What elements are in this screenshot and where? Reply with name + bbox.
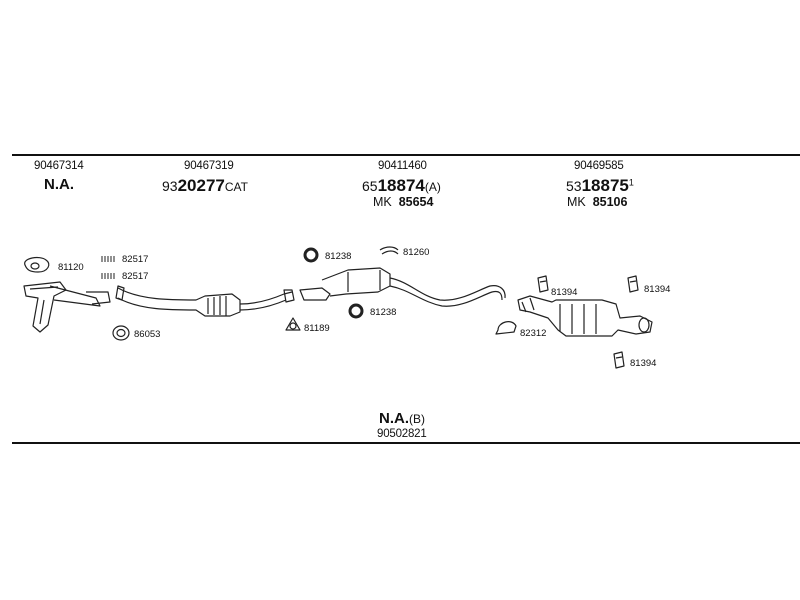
mk-code-3: MK 85654 [373,195,433,209]
part-code-2-suffix: CAT [224,180,248,194]
part-code-2: 9320277CAT [162,176,248,196]
clamp-icon [379,246,399,255]
callout-hanger-bottom: 81394 [630,358,657,369]
rear-silencer [517,295,653,337]
callout-gasket: 81120 [58,262,84,273]
part-code-4-prefix: 53 [566,178,582,194]
callout-bolt-upper: 82517 [122,254,149,265]
exhaust-manifold [23,281,67,333]
mk-code-3-prefix: MK [373,195,392,209]
footer-label-suffix: (B) [409,412,425,426]
callout-rubber-ring-top: 81238 [325,251,352,262]
mk-code-4-bold: 85106 [592,195,628,209]
exhaust-clamp-icon [495,321,517,335]
seal-ring-icon [112,325,130,341]
part-code-4-bold: 18875 [581,176,629,195]
part-code-3-suffix: (A) [424,180,441,194]
part-code-3: 6518874(A) [362,176,441,196]
part-label-1: N.A. [44,176,74,193]
part-code-4-suffix: 1 [628,177,634,188]
bottom-divider [12,442,800,444]
footer-label: N.A.(B) [379,410,425,428]
part-code-3-prefix: 65 [362,178,378,194]
callout-hanger-right: 81394 [644,284,671,295]
rubber-ring-icon [303,247,319,263]
part-number-2: 90467319 [184,160,234,172]
hanger-icon [627,275,639,293]
callout-clamp: 81260 [403,247,430,258]
callout-bolt-lower: 82517 [122,271,149,282]
mk-code-4-prefix: MK [567,195,586,209]
centre-silencer [299,287,331,301]
footer-label-text: N.A. [379,410,409,427]
mk-code-4: MK 85106 [567,195,627,209]
part-code-4: 53188751 [566,176,634,196]
part-number-1: 90467314 [34,160,84,172]
callout-rubber-ring-bottom: 81238 [370,307,397,318]
hanger-icon [537,275,549,293]
part-code-2-bold: 20277 [177,176,225,195]
triangle-gasket-icon [285,317,301,331]
gasket-icon [24,256,50,273]
part-number-3: 90411460 [378,160,427,172]
bolt-icons [101,256,115,279]
callout-triangle-gasket: 81189 [304,323,330,334]
callout-seal-ring: 86053 [134,329,161,340]
part-number-4: 90469585 [574,160,624,172]
mk-code-3-bold: 85654 [398,195,434,209]
front-pipe-with-catalyst [117,287,241,317]
part-code-3-bold: 18874 [377,176,425,195]
footer-part-number: 90502821 [377,428,427,440]
top-divider [12,154,800,156]
part-code-2-prefix: 93 [162,178,178,194]
rubber-ring-icon [348,303,364,319]
callout-hanger-left: 81394 [551,287,578,298]
hanger-icon [613,351,625,369]
callout-exhaust-clamp: 82312 [520,328,547,339]
